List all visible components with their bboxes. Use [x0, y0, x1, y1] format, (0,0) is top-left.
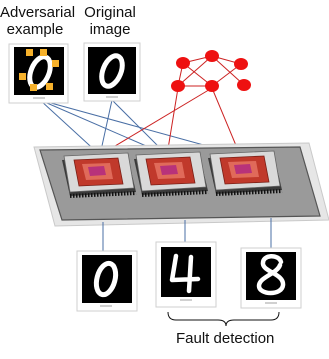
original-image-label-line2: image [89, 21, 131, 38]
neuron-node [205, 80, 219, 92]
neuron-node [237, 79, 251, 91]
adversarial-perturbation-marker [52, 60, 59, 67]
chip [134, 151, 209, 197]
adversarial-perturbation-marker [19, 73, 26, 80]
adversarial-perturbation-marker [40, 49, 47, 56]
adversarial-example-label-line1: Adversarial [0, 4, 76, 21]
net-to-chip1-line [99, 87, 213, 156]
chip [62, 152, 137, 198]
original-image-label-line1: Original [84, 4, 136, 21]
neuron-node [205, 50, 219, 62]
output-image-4 [155, 241, 217, 308]
adversarial-perturbation-marker [46, 83, 53, 90]
neuron-node [171, 80, 185, 92]
fault-detection-label: Fault detection [176, 330, 275, 347]
adversarial-example-label-line2: example [6, 21, 64, 38]
neuron-node [234, 58, 248, 70]
fault-detection-bracket [167, 311, 280, 327]
adversarial-perturbation-marker [26, 49, 33, 56]
original-image [83, 42, 141, 102]
adversarial-example-image [8, 43, 69, 104]
adversarial-perturbation-marker [30, 84, 37, 91]
neuron-node [176, 57, 190, 69]
neural-network-graph [171, 50, 251, 92]
output-image-0 [76, 250, 138, 312]
net-to-chip2-line [166, 87, 179, 156]
adversarial-example-label: Adversarial example [0, 4, 76, 38]
output-image-8 [240, 247, 302, 309]
chip [208, 150, 283, 196]
chip-to-output-lines [102, 218, 272, 252]
original-image-label: Original image [82, 4, 138, 38]
